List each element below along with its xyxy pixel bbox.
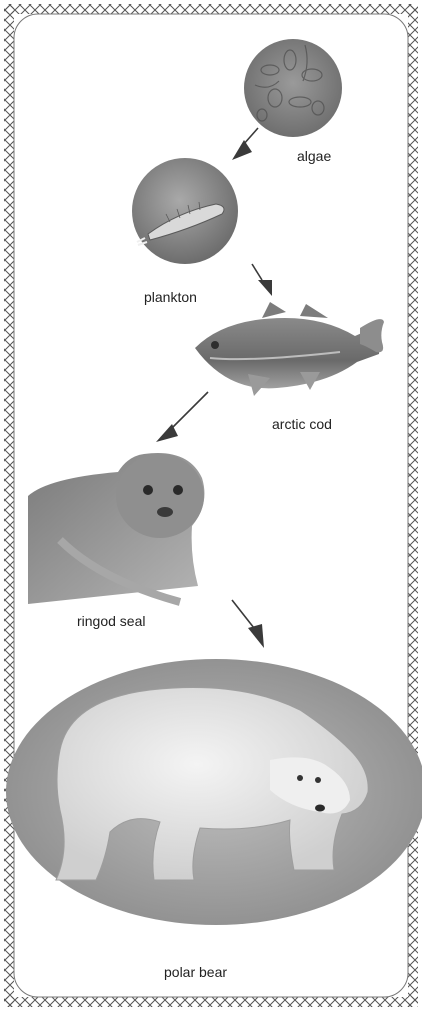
label-polar-bear: polar bear (164, 964, 227, 980)
label-algae: algae (297, 148, 331, 164)
plankton-image (132, 158, 238, 264)
polar-bear-image (6, 659, 422, 925)
label-arctic-cod: arctic cod (272, 416, 332, 432)
label-ringed-seal: ringod seal (77, 613, 146, 629)
algae-image (244, 39, 342, 137)
label-plankton: plankton (144, 289, 197, 305)
